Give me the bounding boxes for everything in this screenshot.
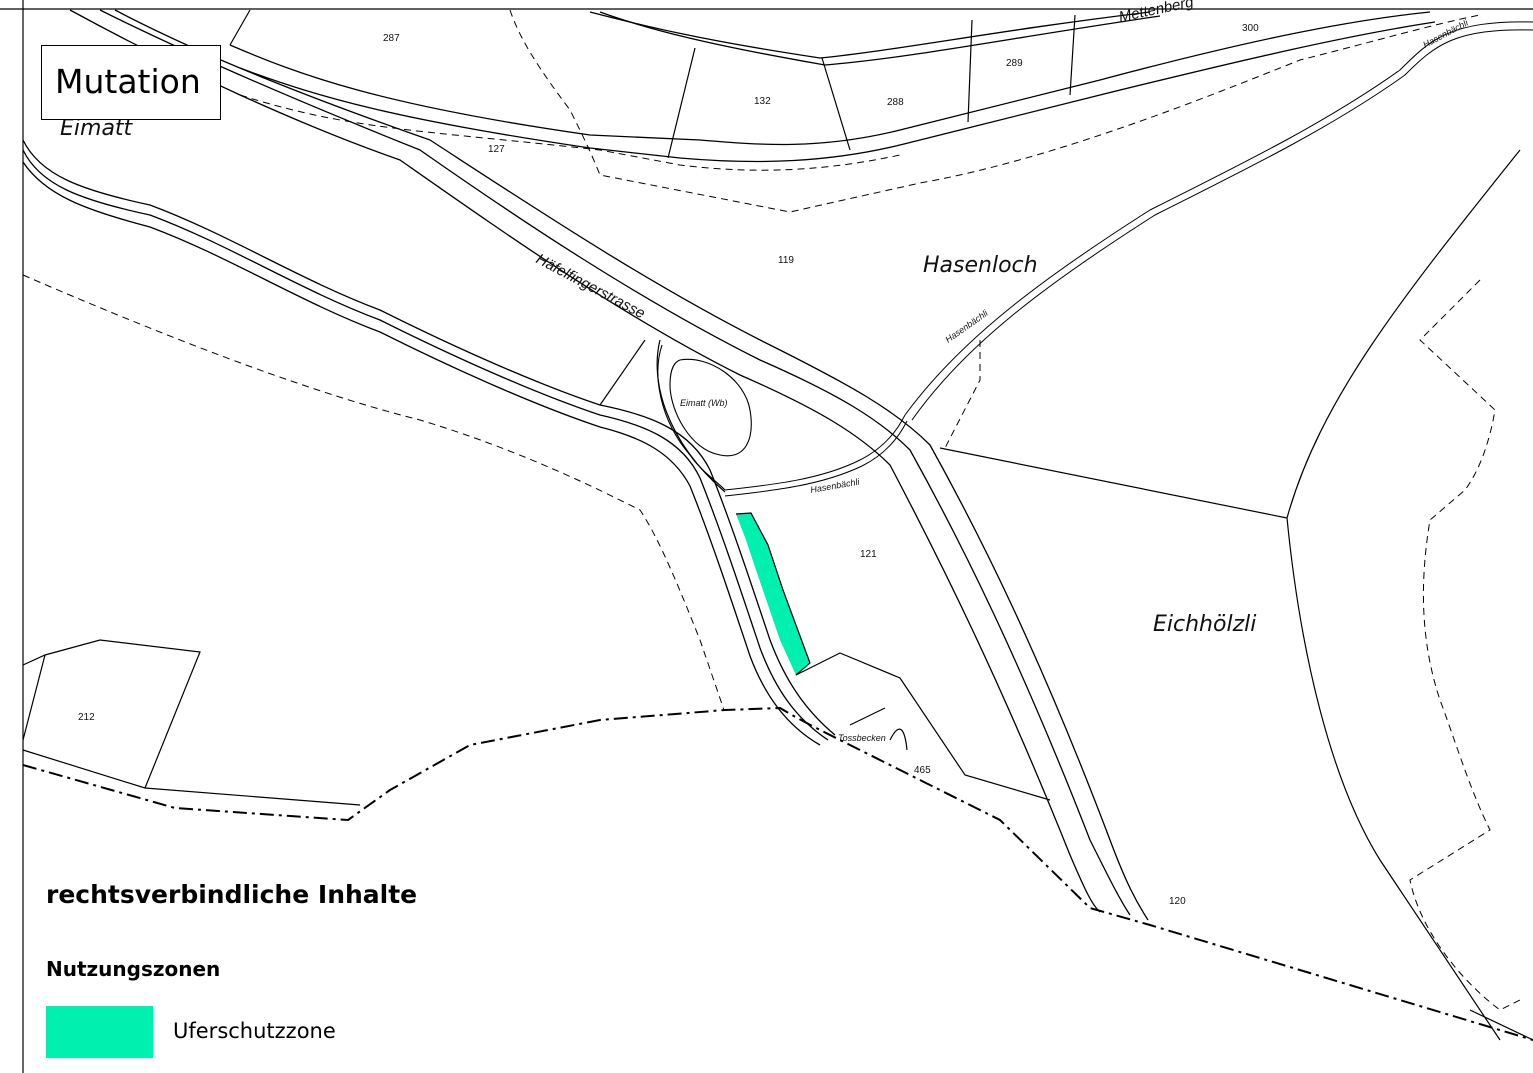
feature-label-tossbecken: Tossbecken: [838, 733, 886, 743]
legend-subheading: Nutzungszonen: [46, 957, 221, 981]
legend-label-uferschutzzone: Uferschutzzone: [173, 1019, 336, 1043]
place-label-eichhoelzli: Eichhölzli: [1153, 612, 1256, 637]
river-left: [22, 139, 836, 746]
street-label-haefelfingerstrasse: Häfelfingerstrasse: [533, 251, 648, 323]
stream-hasenbaechli: [724, 21, 1533, 497]
parcel-boundaries: [22, 9, 1533, 1041]
parcel-label-300: 300: [1242, 23, 1259, 34]
dashed-lines: [22, 9, 1521, 1011]
street-label-mettenberg: Mettenberg: [1117, 0, 1195, 26]
place-label-eimatt: Eimatt: [60, 116, 134, 141]
parcel-label-119: 119: [778, 255, 794, 266]
parcel-label-212: 212: [78, 712, 95, 723]
feature-label-eimatt-wb: Eimatt (Wb): [680, 398, 728, 408]
map-title: Mutation: [55, 62, 201, 101]
parcel-label-120: 120: [1169, 896, 1186, 907]
stream-label-hasenbaechli-low: Hasenbächli: [810, 476, 862, 495]
stream-label-hasenbaechli-top: Hasenbächli: [1421, 17, 1470, 50]
road-top: [229, 11, 1436, 163]
parcel-label-132: 132: [754, 96, 771, 107]
reservoir-eimatt: [657, 344, 752, 491]
stream-label-hasenbaechli-mid: Hasenbächli: [943, 307, 990, 344]
parcel-label-465: 465: [914, 765, 931, 776]
legend-swatch-uferschutzzone: [46, 1006, 153, 1058]
municipal-boundary: [22, 706, 1533, 1041]
uferschutzzone-area[interactable]: [736, 513, 810, 675]
parcel-label-289: 289: [1006, 58, 1023, 69]
parcel-label-288: 288: [887, 97, 904, 108]
place-label-hasenloch: Hasenloch: [923, 253, 1038, 278]
parcel-label-121: 121: [860, 549, 877, 560]
title-box: Mutation: [41, 45, 221, 120]
road-haefelfingerstrasse: [69, 9, 1149, 921]
legend-heading: rechtsverbindliche Inhalte: [46, 880, 418, 909]
parcel-label-127: 127: [488, 144, 505, 155]
parcel-label-287: 287: [383, 33, 400, 44]
